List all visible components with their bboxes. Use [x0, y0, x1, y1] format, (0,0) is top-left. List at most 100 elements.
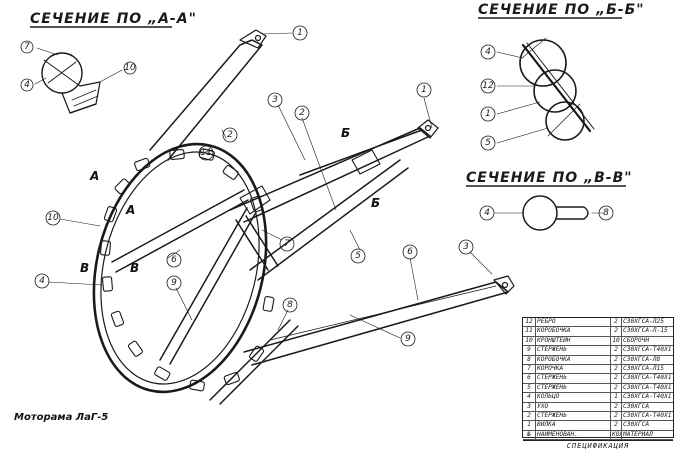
leader-lines	[47, 32, 493, 339]
section-bb-detail	[496, 37, 595, 144]
section-letter-v-left: В	[80, 261, 89, 275]
spec-cell-qty: 1	[611, 393, 622, 402]
callout-circles	[20, 25, 614, 347]
callout-2: 2	[227, 130, 233, 140]
callout-bb-5: 5	[485, 138, 491, 148]
spec-cell-material: С30ХГСА-Л-15	[623, 327, 668, 335]
spec-cell-name: КРОНШТЕЙН	[536, 336, 611, 346]
callout-9-bottom: 9	[405, 334, 411, 344]
section-letter-v-right: В	[130, 261, 139, 275]
callout-bb-4: 4	[485, 47, 491, 57]
spec-cell-name: СТЕРЖЕНЬ	[536, 411, 611, 421]
spec-cell-number: 8	[523, 355, 536, 364]
spec-cell-material: С30ХГСА	[623, 402, 650, 410]
callout-aa-10: 10	[124, 63, 136, 73]
spec-cell-number: 3	[523, 402, 536, 411]
spec-cell-qty: 2	[611, 402, 622, 411]
spec-cell-qty: 2	[611, 318, 622, 327]
spec-cell-material: МАТЕРИАЛ	[623, 430, 653, 438]
fork-ends	[239, 29, 515, 295]
spec-cell-material: С30ХГСА-Л25	[623, 318, 664, 325]
spec-cell-number: 5	[523, 383, 536, 393]
callout-2-upper: 2	[299, 108, 305, 118]
mount-ring	[92, 142, 268, 394]
callout-vv-4: 4	[484, 208, 490, 218]
section-aa-detail	[34, 47, 123, 114]
spec-cell-name: СТЕРЖЕНЬ	[536, 374, 611, 383]
spec-cell-name: КОРОЧКА	[536, 364, 611, 374]
spec-cell-material: С30ХГСА	[623, 421, 650, 429]
spec-cell-name: РЕБРО	[536, 318, 611, 327]
callout-4-ring: 4	[39, 276, 45, 286]
spec-cell-number: 9	[523, 346, 536, 355]
struts	[111, 39, 509, 405]
spec-cell-qty: 2	[611, 346, 622, 355]
spec-cell-number: 11	[523, 327, 536, 336]
spec-cell-number: 6	[523, 374, 536, 383]
spec-cell-number: 12	[523, 318, 536, 327]
spec-cell-name: СТЕРЖЕНЬ	[536, 346, 611, 355]
section-bb-title: СЕЧЕНИЕ ПО „Б-Б"	[478, 2, 645, 18]
spec-cell-name: КОЛЬЦО	[536, 393, 611, 402]
callout-3-right: 3	[463, 242, 469, 252]
callout-1-top: 1	[297, 28, 303, 38]
callout-bb-1: 1	[485, 109, 491, 119]
section-vv-detail	[494, 195, 604, 231]
spec-cell-name: СТЕРЖЕНЬ	[536, 383, 611, 393]
section-letter-a-top: А	[89, 169, 99, 183]
spec-cell-name: ВИЛКА	[536, 421, 611, 430]
spec-cell-material: С30ХГСА-Л8	[623, 355, 661, 363]
spec-cell-name: КОРОБОЧКА	[536, 355, 611, 364]
section-letter-b-bottom: Б	[371, 196, 380, 210]
spec-cell-qty: 10	[611, 336, 622, 346]
spec-cell-qty: 2	[611, 411, 622, 421]
spec-cell-qty: 2	[611, 383, 622, 393]
callout-8: 8	[287, 300, 293, 310]
spec-cell-material: С30ХГСА-Т40Х1	[623, 374, 672, 382]
spec-cell-number: 7	[523, 364, 536, 374]
section-aa-title: СЕЧЕНИЕ ПО „А-А"	[30, 11, 197, 27]
spec-cell-number: 2	[523, 411, 536, 421]
callout-aa-7: 7	[24, 42, 30, 52]
callout-7: 7	[284, 239, 290, 249]
specification-title: СПЕЦИФИКАЦИЯ	[523, 440, 673, 451]
spec-cell-qty: 2	[611, 355, 622, 364]
callout-11: 11	[200, 148, 211, 158]
callout-1-right: 1	[421, 85, 427, 95]
spec-cell-name: НАИМЕНОВАН.	[536, 430, 611, 440]
callout-10-ring: 10	[47, 213, 59, 223]
spec-cell-number: №	[523, 430, 536, 440]
callout-aa-4: 4	[24, 80, 30, 90]
callout-5: 5	[355, 251, 361, 261]
section-letter-a-bottom: А	[125, 203, 135, 217]
spec-cell-name: УХО	[536, 402, 611, 411]
spec-cell-material: С30ХГСА-Т40Х1	[623, 383, 672, 391]
spec-cell-qty: 2	[611, 327, 622, 336]
callout-bb-12: 12	[482, 81, 494, 91]
spec-cell-qty: 2	[611, 374, 622, 383]
spec-cell-name: КОРОБОЧКА	[536, 327, 611, 336]
callout-9-left: 9	[171, 278, 177, 288]
spec-cell-qty: 2	[611, 421, 622, 430]
spec-cell-number: 4	[523, 393, 536, 402]
spec-cell-number: 1	[523, 421, 536, 430]
spec-cell-material: С30ХГСА-Т40Х1	[623, 393, 672, 401]
fittings	[239, 149, 381, 215]
callout-3-left: 3	[272, 95, 278, 105]
spec-cell-qty: 2	[611, 364, 622, 374]
